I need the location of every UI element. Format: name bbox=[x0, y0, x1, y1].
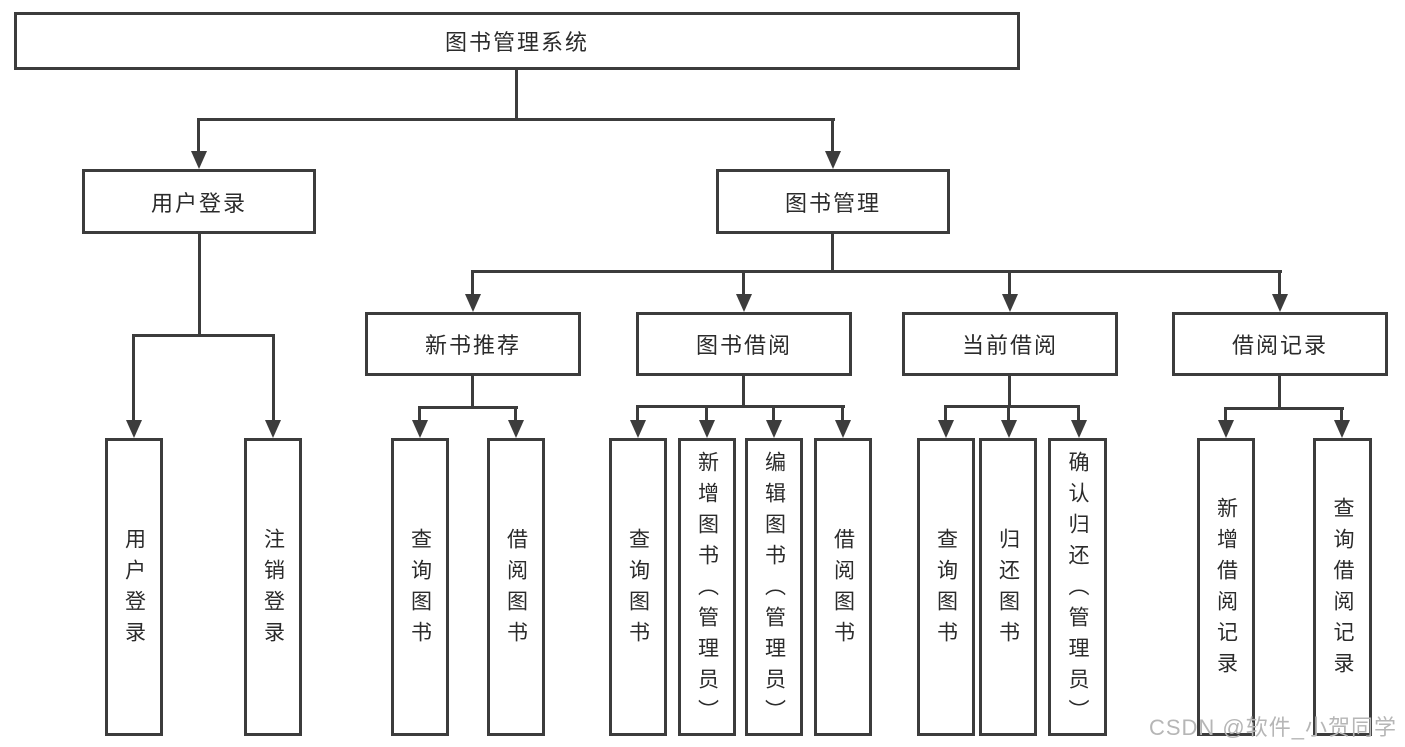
leaf-query-books-recommend: 查询图书 bbox=[391, 438, 449, 736]
node-current-borrowing-label: 当前借阅 bbox=[961, 333, 1058, 358]
node-book-borrowing-label: 图书借阅 bbox=[695, 333, 792, 358]
connector-line bbox=[471, 270, 474, 296]
leaf-query-books-current-label: 查询图书 bbox=[934, 528, 958, 652]
arrow-down-icon bbox=[191, 151, 207, 169]
leaf-logout-label: 注销登录 bbox=[261, 528, 285, 652]
leaf-user-login-label: 用户登录 bbox=[122, 528, 146, 652]
arrow-down-icon bbox=[938, 420, 954, 438]
connector-line bbox=[418, 406, 421, 422]
connector-line bbox=[1278, 376, 1281, 409]
leaf-confirm-return-admin: 确认归还（管理员） bbox=[1048, 438, 1107, 736]
connector-line bbox=[515, 70, 518, 120]
leaf-return-books: 归还图书 bbox=[979, 438, 1037, 736]
leaf-borrow-books-recommend: 借阅图书 bbox=[487, 438, 545, 736]
arrow-down-icon bbox=[412, 420, 428, 438]
connector-line bbox=[1340, 407, 1343, 422]
leaf-query-borrow-record-label: 查询借阅记录 bbox=[1331, 497, 1354, 683]
leaf-user-login: 用户登录 bbox=[105, 438, 163, 736]
arrow-down-icon bbox=[835, 420, 851, 438]
connector-line bbox=[471, 376, 474, 409]
leaf-edit-books-admin: 编辑图书（管理员） bbox=[745, 438, 803, 736]
leaf-add-borrow-record: 新增借阅记录 bbox=[1197, 438, 1255, 736]
connector-line bbox=[198, 118, 835, 121]
connector-line bbox=[1077, 405, 1080, 422]
leaf-query-borrow-record: 查询借阅记录 bbox=[1313, 438, 1372, 736]
connector-line bbox=[514, 406, 517, 422]
arrow-down-icon bbox=[766, 420, 782, 438]
leaf-query-books-current: 查询图书 bbox=[917, 438, 975, 736]
node-book-borrowing: 图书借阅 bbox=[636, 312, 852, 376]
node-root-label: 图书管理系统 bbox=[444, 30, 589, 55]
connector-line bbox=[636, 405, 639, 422]
connector-line bbox=[742, 376, 745, 407]
arrow-down-icon bbox=[465, 294, 481, 312]
connector-line bbox=[772, 405, 775, 422]
node-current-borrowing: 当前借阅 bbox=[902, 312, 1118, 376]
connector-line bbox=[841, 405, 844, 422]
leaf-query-books-borrowing: 查询图书 bbox=[609, 438, 667, 736]
leaf-confirm-return-admin-label: 确认归还（管理员） bbox=[1066, 450, 1089, 730]
node-book-management: 图书管理 bbox=[716, 169, 950, 234]
node-new-book-recommend-label: 新书推荐 bbox=[424, 333, 521, 358]
arrow-down-icon bbox=[1001, 420, 1017, 438]
leaf-logout: 注销登录 bbox=[244, 438, 302, 736]
connector-line bbox=[636, 405, 845, 408]
node-root: 图书管理系统 bbox=[14, 12, 1020, 70]
leaf-query-books-borrowing-label: 查询图书 bbox=[626, 528, 650, 652]
connector-line bbox=[1008, 270, 1011, 296]
connector-line bbox=[418, 406, 518, 409]
connector-line bbox=[705, 405, 708, 422]
connector-line bbox=[944, 405, 1080, 408]
leaf-add-books-admin-label: 新增图书（管理员） bbox=[695, 450, 719, 730]
leaf-return-books-label: 归还图书 bbox=[996, 528, 1020, 652]
connector-line bbox=[1224, 407, 1227, 422]
connector-line bbox=[471, 270, 1282, 273]
connector-line bbox=[1007, 405, 1010, 422]
leaf-query-books-recommend-label: 查询图书 bbox=[408, 528, 432, 652]
connector-line bbox=[132, 334, 135, 420]
node-user-login: 用户登录 bbox=[82, 169, 316, 234]
leaf-edit-books-admin-label: 编辑图书（管理员） bbox=[762, 450, 786, 730]
leaf-add-books-admin: 新增图书（管理员） bbox=[678, 438, 736, 736]
node-new-book-recommend: 新书推荐 bbox=[365, 312, 581, 376]
arrow-down-icon bbox=[1218, 420, 1234, 438]
connector-line bbox=[831, 118, 834, 153]
connector-line bbox=[742, 270, 745, 296]
connector-line bbox=[1224, 407, 1344, 410]
arrow-down-icon bbox=[1272, 294, 1288, 312]
arrow-down-icon bbox=[265, 420, 281, 438]
node-borrowing-records: 借阅记录 bbox=[1172, 312, 1388, 376]
connector-line bbox=[272, 334, 275, 420]
connector-line bbox=[1278, 270, 1281, 296]
leaf-borrow-books: 借阅图书 bbox=[814, 438, 872, 736]
arrow-down-icon bbox=[1334, 420, 1350, 438]
arrow-down-icon bbox=[630, 420, 646, 438]
arrow-down-icon bbox=[1071, 420, 1087, 438]
arrow-down-icon bbox=[699, 420, 715, 438]
arrow-down-icon bbox=[736, 294, 752, 312]
connector-line bbox=[1008, 376, 1011, 407]
watermark-text: CSDN @软件_小贺同学 bbox=[1148, 715, 1397, 740]
arrow-down-icon bbox=[126, 420, 142, 438]
arrow-down-icon bbox=[1002, 294, 1018, 312]
node-borrowing-records-label: 借阅记录 bbox=[1231, 333, 1328, 358]
leaf-borrow-books-recommend-label: 借阅图书 bbox=[504, 528, 528, 652]
connector-line bbox=[944, 405, 947, 422]
node-user-login-label: 用户登录 bbox=[150, 190, 247, 216]
arrow-down-icon bbox=[508, 420, 524, 438]
connector-line bbox=[132, 334, 275, 337]
connector-line bbox=[197, 118, 200, 153]
leaf-add-borrow-record-label: 新增借阅记录 bbox=[1214, 497, 1238, 683]
arrow-down-icon bbox=[825, 151, 841, 169]
node-book-management-label: 图书管理 bbox=[784, 190, 881, 216]
connector-line bbox=[831, 234, 834, 272]
connector-line bbox=[198, 234, 201, 336]
leaf-borrow-books-label: 借阅图书 bbox=[831, 528, 855, 652]
